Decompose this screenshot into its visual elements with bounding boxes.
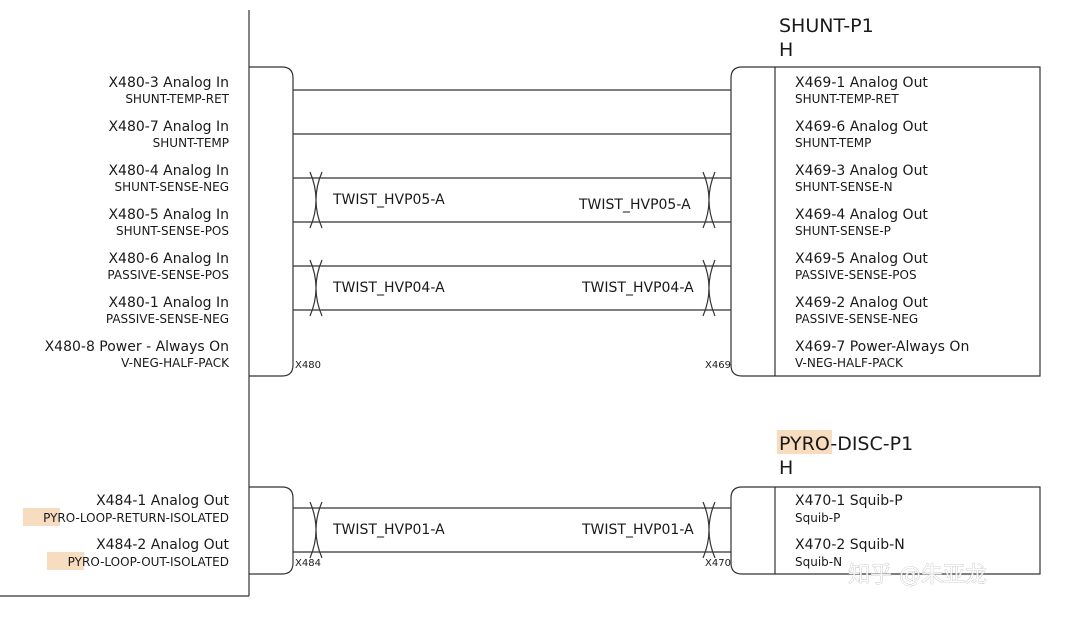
pyro-right-connector-id: X470 [705,558,731,569]
pin-label: X480-4 Analog In [108,163,229,179]
shunt-left-pin-labels: X480-3 Analog In SHUNT-TEMP-RET X480-7 A… [45,75,231,370]
pin-label: X480-5 Analog In [108,207,229,223]
twist-label-hvp05-right: TWIST_HVP05-A [578,197,691,213]
signal-rest-text: -LOOP-RETURN-ISOLATED [76,511,229,525]
signal-highlight-text: PYRO [68,555,100,569]
signal-label: PASSIVE-SENSE-POS [795,268,917,282]
pin-label: X480-7 Analog In [108,119,229,135]
pin-label: X470-1 Squib-P [795,493,903,509]
signal-label: PASSIVE-SENSE-NEG [106,312,229,326]
pin-label: X469-6 Analog Out [795,119,928,135]
signal-rest-text: -LOOP-OUT-ISOLATED [100,555,229,569]
signal-label: SHUNT-SENSE-P [795,224,891,238]
signal-label: SHUNT-TEMP [153,136,229,150]
twist-label-hvp01-left: TWIST_HVP01-A [332,522,445,538]
twist-symbol [309,501,716,559]
signal-highlight-text: PYRO [43,511,75,525]
shunt-left-connector-id: X480 [295,360,321,371]
pyro-connector-title: PYRO-DISC-P1 [779,433,913,455]
shunt-connector-subtitle: H [779,39,793,61]
pyro-left-connector-id: X484 [295,558,321,569]
pin-label: X484-1 Analog Out [96,493,229,509]
twist-label-hvp01-right: TWIST_HVP01-A [581,522,694,538]
pyro-title-highlight [777,430,832,454]
signal-label: PASSIVE-SENSE-NEG [795,312,918,326]
shunt-right-connector-block [730,66,1041,377]
signal-label: SHUNT-TEMP-RET [795,92,899,106]
signal-label: SHUNT-SENSE-NEG [114,180,229,194]
signal-label: PYRO-LOOP-RETURN-ISOLATED [43,511,229,525]
twist-label-hvp04-right: TWIST_HVP04-A [581,280,694,296]
pin-label: X469-1 Analog Out [795,75,928,91]
shunt-wires [293,89,731,311]
shunt-connector-title: SHUNT-P1 [779,15,874,37]
pin-label: X480-8 Power - Always On [45,339,229,355]
signal-label: V-NEG-HALF-PACK [795,356,904,370]
pyro-signal-highlight [47,552,84,570]
pyro-title-rest-text: -DISC-P1 [830,433,913,455]
pin-label: X469-2 Analog Out [795,295,928,311]
pin-label: X480-3 Analog In [108,75,229,91]
pyro-right-connector-block [730,486,1041,575]
twist-label-hvp05-left: TWIST_HVP05-A [332,192,445,208]
watermark-text: 知乎 @朱亚龙 [848,563,987,588]
pyro-left-connector-block [249,486,294,575]
ecu-body-outline [0,10,250,597]
pin-label: X480-6 Analog In [108,251,229,267]
pin-label: X469-3 Analog Out [795,163,928,179]
signal-label: Squib-N [795,555,842,569]
shunt-right-pin-labels: X469-1 Analog Out SHUNT-TEMP-RET X469-6 … [795,75,969,370]
pyro-title-highlight-text: PYRO [779,433,830,455]
signal-label: SHUNT-SENSE-N [795,180,893,194]
signal-label: SHUNT-TEMP [795,136,871,150]
pin-label: X470-2 Squib-N [795,537,905,553]
pyro-left-pin-labels: X484-1 Analog Out PYRO-LOOP-RETURN-ISOLA… [43,493,229,569]
signal-label: PYRO-LOOP-OUT-ISOLATED [68,555,229,569]
pyro-signal-highlight [23,508,60,526]
twist-symbol [309,171,716,317]
signal-label: PASSIVE-SENSE-POS [107,268,229,282]
pyro-connector-subtitle: H [779,457,793,479]
shunt-right-connector-id: X469 [705,360,731,371]
pin-label: X484-2 Analog Out [96,537,229,553]
pin-label: X480-1 Analog In [108,295,229,311]
signal-label: SHUNT-SENSE-POS [116,224,229,238]
pyro-right-pin-labels: X470-1 Squib-P Squib-P X470-2 Squib-N Sq… [795,493,905,569]
signal-label: Squib-P [795,511,840,525]
twist-label-hvp04-left: TWIST_HVP04-A [332,280,445,296]
signal-label: V-NEG-HALF-PACK [121,356,230,370]
pin-label: X469-4 Analog Out [795,207,928,223]
signal-label: SHUNT-TEMP-RET [125,92,229,106]
shunt-left-connector-block [249,66,294,377]
pyro-wires [293,507,731,553]
pin-label: X469-5 Analog Out [795,251,928,267]
pin-label: X469-7 Power-Always On [795,339,969,355]
